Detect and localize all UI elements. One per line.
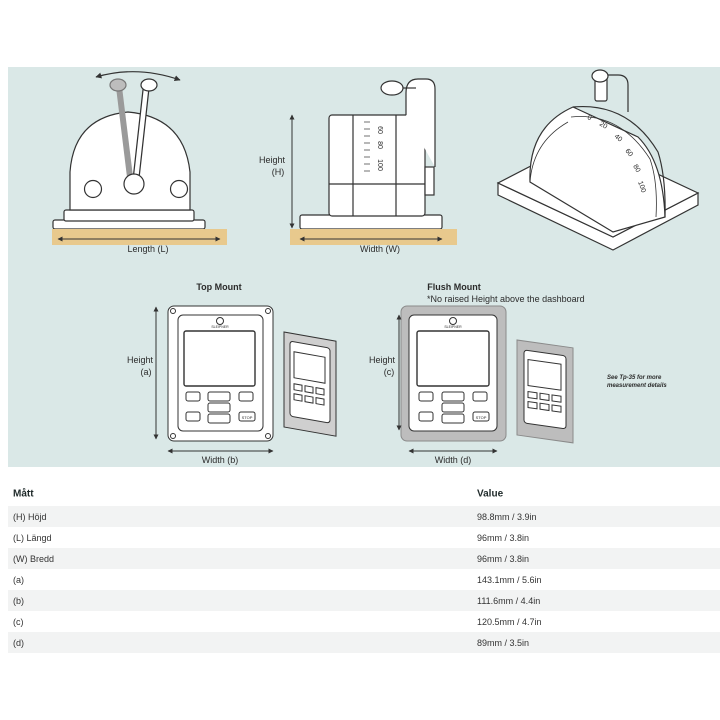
side-scale-label-80: 80 xyxy=(376,141,383,149)
flush-mount-stop-label: STOP xyxy=(476,415,487,420)
table-row: (b) 111.6mm / 4.4in xyxy=(8,590,720,611)
flush-mount-brand: SLEIPNER xyxy=(444,325,462,329)
table-row: (H) Höjd 98.8mm / 3.9in xyxy=(8,506,720,527)
row-label: (c) xyxy=(13,616,24,627)
top-mount-brand: SLEIPNER xyxy=(211,325,229,329)
height-c-label-line2: (c) xyxy=(384,367,395,377)
column-header-value: Value xyxy=(477,488,504,500)
row-value: 96mm / 3.8in xyxy=(477,553,530,564)
table-row: (W) Bredd 96mm / 3.8in xyxy=(8,548,720,569)
top-mount-stop-label: STOP xyxy=(242,415,253,420)
row-value: 96mm / 3.8in xyxy=(477,532,530,543)
side-scale-label-100: 100 xyxy=(376,159,383,171)
flush-mount-title: Flush Mount xyxy=(427,282,481,292)
iso-scale-label-40: 40 xyxy=(613,133,624,143)
row-label: (a) xyxy=(13,574,24,585)
height-h-label-line1: Height xyxy=(259,155,286,165)
top-mount-skewed-view xyxy=(283,331,337,437)
dimension-diagram: Length (L) 100 80 60 Width (W) Height (H… xyxy=(52,69,700,465)
table-row: (L) Längd 96mm / 3.8in xyxy=(8,527,720,548)
flush-mount-skewed-view xyxy=(516,339,574,444)
row-value: 143.1mm / 5.6in xyxy=(477,574,542,585)
width-d-label: Width (d) xyxy=(435,455,472,465)
row-value: 98.8mm / 3.9in xyxy=(477,511,537,522)
table-row: (c) 120.5mm / 4.7in xyxy=(8,611,720,632)
length-label: Length (L) xyxy=(127,244,168,254)
width-b-label: Width (b) xyxy=(202,455,239,465)
row-label: (b) xyxy=(13,595,24,606)
see-tp35-note-line2: measurement details xyxy=(607,383,667,389)
dimension-diagram-panel: Length (L) 100 80 60 Width (W) Height (H… xyxy=(8,67,720,467)
row-value: 120.5mm / 4.7in xyxy=(477,616,542,627)
side-scale xyxy=(364,121,370,172)
row-label: (d) xyxy=(13,637,24,648)
iso-scale-label-80: 80 xyxy=(631,164,641,174)
row-value: 111.6mm / 4.4in xyxy=(477,595,541,606)
table-header-row: Mått Value xyxy=(8,482,720,506)
column-header-matt: Mått xyxy=(13,488,34,500)
table-row: (d) 89mm / 3.5in xyxy=(8,632,720,653)
side-view-drawing xyxy=(299,78,443,230)
dashboard-front xyxy=(52,229,227,245)
height-a-label-line1: Height xyxy=(127,355,154,365)
flush-mount-panel-drawing xyxy=(400,305,507,442)
iso-scale-label-20: 20 xyxy=(598,121,608,131)
height-c-label-line1: Height xyxy=(369,355,396,365)
row-label: (L) Längd xyxy=(13,532,52,543)
height-a-label-line2: (a) xyxy=(141,367,152,377)
table-row: (a) 143.1mm / 5.6in xyxy=(8,569,720,590)
height-h-label-line2: (H) xyxy=(272,167,285,177)
side-scale-label-60: 60 xyxy=(376,126,383,134)
row-label: (H) Höjd xyxy=(13,511,47,522)
row-value: 89mm / 3.5in xyxy=(477,637,530,648)
width-label: Width (W) xyxy=(360,244,400,254)
row-label: (W) Bredd xyxy=(13,553,55,564)
front-view-drawing xyxy=(52,71,206,230)
iso-scale-label-0: 0 xyxy=(586,114,592,122)
iso-scale-label-100: 100 xyxy=(636,180,647,193)
dashboard-side xyxy=(290,229,457,245)
flush-mount-note: *No raised Height above the dashboard xyxy=(427,294,585,304)
see-tp35-note-line1: See Tp-35 for more xyxy=(607,375,662,381)
top-mount-title: Top Mount xyxy=(196,282,241,292)
top-mount-panel-drawing xyxy=(167,305,274,442)
isometric-view-drawing xyxy=(496,69,700,251)
dimensions-table: Mått Value (H) Höjd 98.8mm / 3.9in (L) L… xyxy=(8,482,720,653)
iso-scale-label-60: 60 xyxy=(623,148,633,159)
